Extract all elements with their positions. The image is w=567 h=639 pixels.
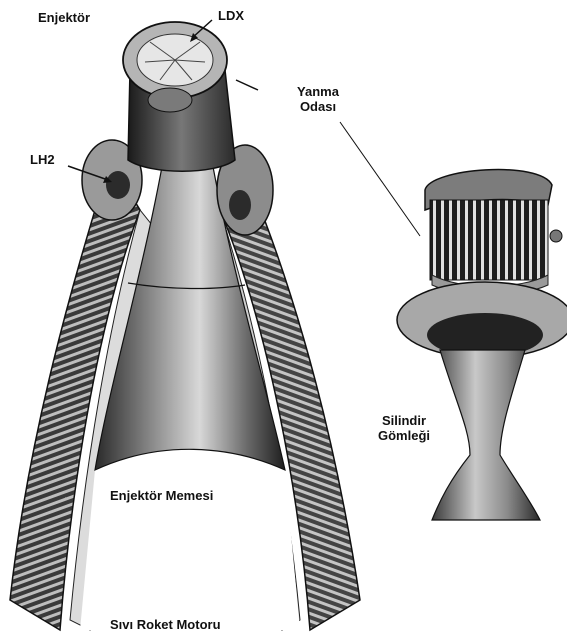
- label-combustion-chamber-line2: Odası: [286, 99, 350, 114]
- label-injector: Enjektör: [38, 10, 90, 25]
- label-cylinder-jacket-line2: Gömleği: [368, 428, 440, 443]
- combustion-chamber-arrow: [236, 80, 258, 90]
- cooling-fins: [430, 200, 548, 280]
- label-combustion-chamber: Yanma Odası: [286, 84, 350, 114]
- label-combustion-chamber-line1: Yanma: [286, 84, 350, 99]
- label-cylinder-jacket-line1: Silindir: [368, 413, 440, 428]
- label-cylinder-jacket: Silindir Gömleği: [368, 413, 440, 443]
- label-liquid-rocket-engine: Sıvı Roket Motoru: [110, 617, 221, 632]
- label-injector-nozzle: Enjektör Memesi: [110, 488, 213, 503]
- label-lh2: LH2: [30, 152, 55, 167]
- cylinder-jacket-illustration: [397, 170, 567, 520]
- nozzle-throat: [432, 350, 540, 520]
- nozzle-interior: [80, 449, 300, 630]
- label-ldx: LDX: [218, 8, 244, 23]
- combustion-chamber-leader: [340, 122, 420, 236]
